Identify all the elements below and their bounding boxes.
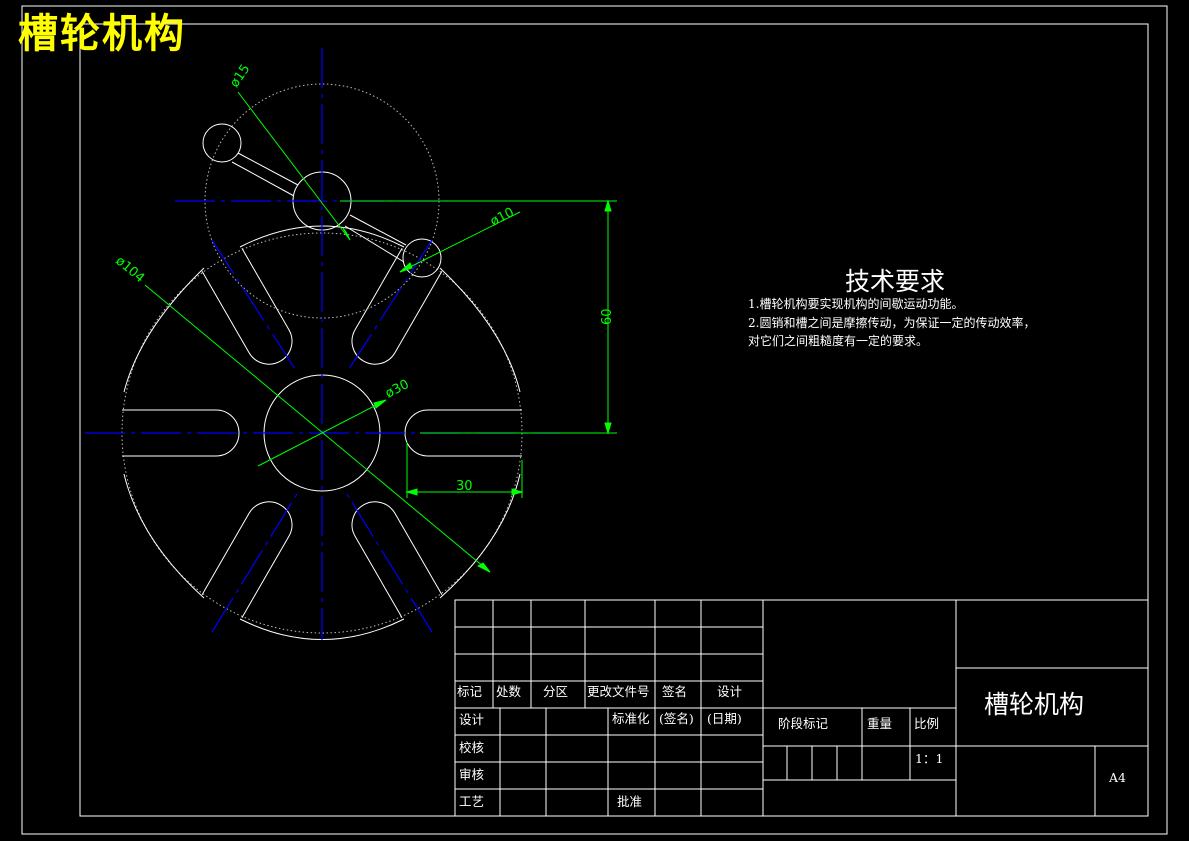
page-title: 槽轮机构 (18, 11, 186, 57)
tech-requirement-line: 对它们之间粗糙度有一定的要求。 (748, 334, 929, 348)
tb-header-design: 设计 (717, 684, 743, 699)
tb-scale-value: 1：1 (915, 751, 944, 766)
tb-date: (日期) (707, 711, 742, 726)
tb-row-review: 审核 (459, 767, 485, 782)
tech-requirement-line: 1.槽轮机构要实现机构的间歇运动功能。 (748, 297, 964, 311)
centerlines (85, 48, 560, 640)
tb-stage-mark: 阶段标记 (778, 716, 829, 731)
driver-pin-lower (402, 238, 442, 278)
tb-sign: (签名) (659, 711, 694, 726)
tb-row-check: 校核 (459, 740, 485, 755)
dimension-lines (144, 91, 617, 573)
tb-header-zone: 分区 (543, 684, 569, 699)
locking-arc-lower-right (439, 473, 521, 599)
dim-60: 60 (600, 308, 615, 325)
tech-requirements-title: 技术要求 (845, 267, 946, 296)
slot-upper-right (351, 248, 443, 365)
dim-d10: ø10 (488, 205, 517, 229)
tb-standardize: 标准化 (612, 711, 650, 726)
tb-sheet-size: A4 (1109, 770, 1126, 785)
locking-arc-lower-left (123, 473, 205, 599)
dim-d104: ø104 (112, 254, 147, 287)
locking-arc-upper-left (123, 267, 205, 393)
slot-upper-left (201, 248, 293, 365)
tb-approve: 批准 (617, 794, 643, 809)
tb-scale-label: 比例 (914, 716, 940, 731)
tb-drawing-name: 槽轮机构 (984, 690, 1085, 719)
slot-left (122, 409, 240, 457)
tb-weight: 重量 (867, 716, 893, 731)
driver-pin-upper (202, 123, 242, 163)
locking-arc-upper-right (439, 267, 521, 393)
slot-lower-right (351, 501, 443, 618)
dim-d30: ø30 (383, 377, 412, 401)
dimension-labels: ø15 ø10 ø104 ø30 60 30 (112, 62, 615, 494)
outer-frame (21, 5, 1168, 835)
slot-right (404, 409, 522, 457)
tb-header-mark: 标记 (457, 684, 483, 699)
dim-30: 30 (456, 479, 473, 494)
title-block-grid (454, 599, 1149, 817)
tb-header-change-doc: 更改文件号 (587, 684, 650, 699)
tb-row-design: 设计 (459, 712, 485, 727)
tb-row-process: 工艺 (459, 794, 485, 809)
dim-d15: ø15 (227, 62, 253, 91)
tb-header-sign: 签名 (662, 684, 688, 699)
slot-lower-left (201, 501, 293, 618)
tech-requirement-line: 2.圆销和槽之间是摩擦传动，为保证一定的传动效率， (748, 316, 1036, 330)
tb-header-count: 处数 (496, 684, 522, 699)
